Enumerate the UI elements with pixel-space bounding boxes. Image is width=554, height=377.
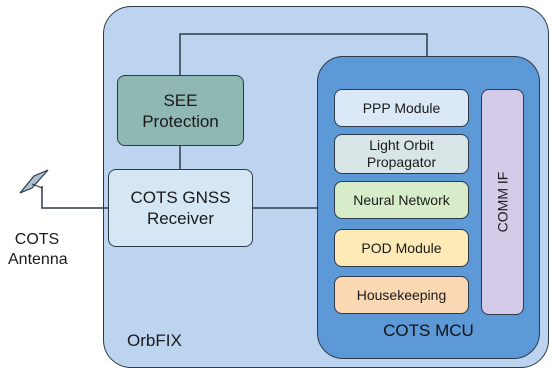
light-orbit-propagator-box: Light Orbit Propagator [334,134,469,174]
antenna-label-line2: Antenna [8,251,68,268]
gnss-receiver-line2: Receiver [146,209,215,228]
see-to-mcu-line [179,33,428,75]
light-orbit-line2: Propagator [366,154,437,170]
gnss-receiver-box: COTS GNSS Receiver [108,169,253,247]
antenna-to-gnss-line [41,186,108,209]
pod-module-box: POD Module [334,229,469,267]
comm-if-box: COMM IF [481,89,524,315]
orbfix-label: OrbFIX [127,331,182,350]
see-protection-box: SEE Protection [117,75,244,146]
antenna-label: COTS Antenna [8,230,68,270]
antenna-label-line1: COTS [14,231,60,248]
antenna-icon [19,169,49,194]
ppp-module-label: PPP Module [362,99,441,116]
ppp-module-box: PPP Module [334,89,469,127]
neural-network-label: Neural Network [353,191,450,208]
gnss-receiver-line1: COTS GNSS [130,188,231,207]
housekeeping-label: Housekeeping [356,286,447,303]
neural-network-box: Neural Network [334,181,469,219]
housekeeping-box: Housekeeping [334,276,469,314]
mcu-label: COTS MCU [383,321,474,340]
light-orbit-line1: Light Orbit [369,137,434,153]
comm-if-label: COMM IF [494,171,511,233]
pod-module-label: POD Module [361,239,442,256]
see-protection-line1: SEE [163,90,198,110]
see-protection-line2: Protection [142,111,219,131]
